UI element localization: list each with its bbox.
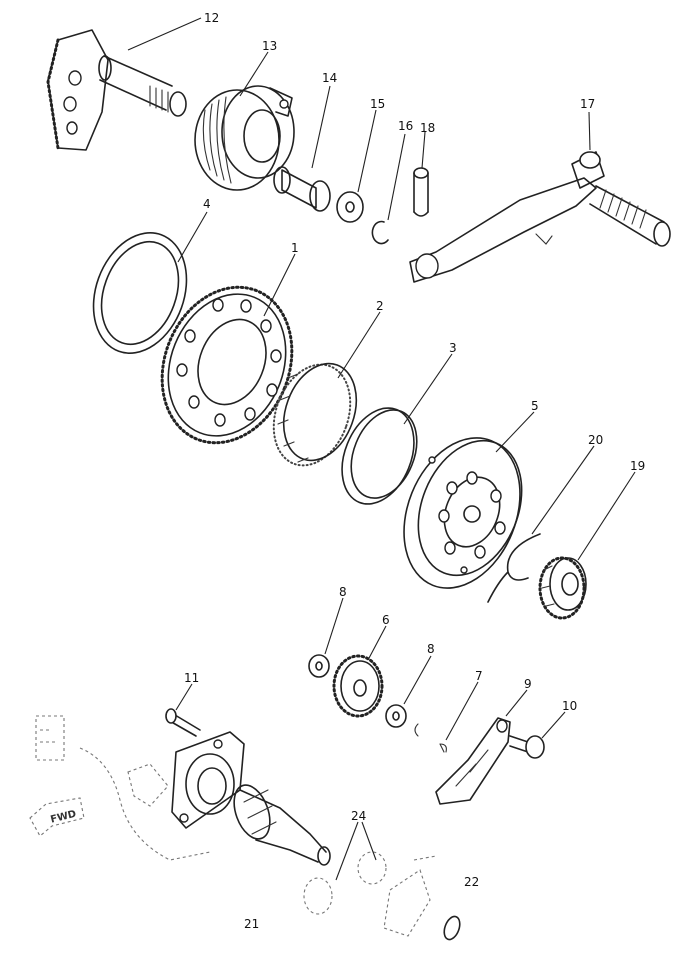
callout-18: 18 [420,121,435,135]
leader-lines [127,17,636,881]
part-5-clutch-hub [403,437,523,589]
part-22-gear-set [303,851,461,941]
part-19-small-gear [538,556,587,620]
part-20-spring-clip [487,533,541,603]
part-17-kick-crank [409,151,671,283]
callout-19: 19 [630,459,645,473]
part-1-sprocket [160,285,294,445]
callout-3: 3 [449,341,457,355]
callout-20: 20 [588,433,603,447]
callout-2: 2 [376,299,384,313]
callout-15: 15 [370,97,385,111]
callout-17: 17 [580,97,595,111]
part-21-crankcase [35,715,331,866]
callout-1: 1 [291,241,299,255]
part-9-stopper-lever [435,717,511,805]
part-14-collar [273,166,331,212]
callout-10: 10 [562,699,577,713]
callout-24: 24 [351,809,366,823]
part-10-bolt [509,735,545,759]
part-7-clip [414,723,447,753]
part-15-washer [336,191,364,223]
part-18-bolt [413,167,429,217]
part-12-kick-axle [46,29,187,151]
part-8-washer-a [308,654,330,678]
callout-7: 7 [475,669,483,683]
callout-5: 5 [531,399,539,413]
callout-22: 22 [464,875,479,889]
callout-8-upper: 8 [339,585,347,599]
callout-8-lower: 8 [427,642,435,656]
part-2-needle-bearing [272,362,358,467]
callout-21: 21 [244,917,259,931]
callout-11: 11 [184,671,199,685]
callout-12: 12 [204,11,219,25]
callout-6: 6 [382,613,390,627]
callout-9: 9 [524,677,532,691]
callout-labels: 12 13 14 15 16 18 17 4 1 2 3 5 20 19 8 6… [49,11,645,931]
callout-13: 13 [262,39,277,53]
part-16-circlip [371,220,389,245]
part-8-washer-b [385,704,407,728]
part-11-bolt [165,708,201,737]
callout-14: 14 [322,71,337,85]
part-6-idler-gear [332,654,384,718]
callout-16: 16 [398,119,413,133]
part-4-shim-ring [92,232,188,354]
callout-4: 4 [203,197,211,211]
part-13-spring-drum [194,85,295,191]
part-3-collar-ring [341,407,418,505]
